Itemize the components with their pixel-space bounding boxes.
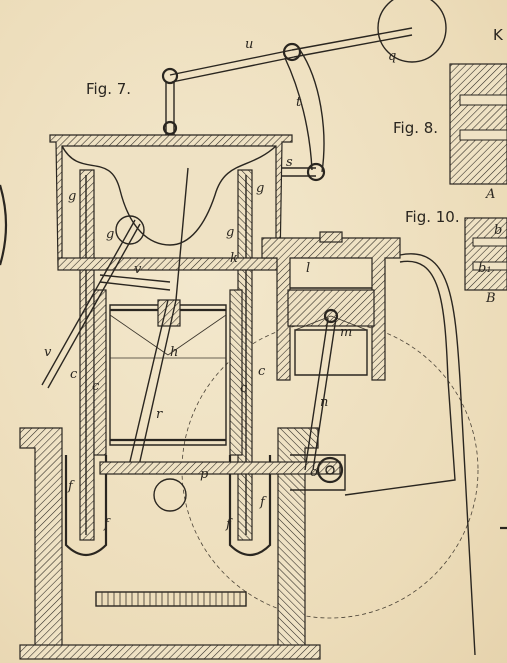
crank-disc [377,0,447,63]
fig10-detail [464,217,507,291]
letter-B: B [485,291,496,306]
crankshaft-beam [99,461,341,475]
rod-n [304,317,329,471]
fig8-detail [449,63,507,185]
lever-t [284,49,325,173]
letter-v2: v [44,345,52,360]
letter-g2: g [256,181,264,196]
letter-u: u [245,37,253,52]
letter-q: q [388,49,396,64]
fig10-label: Fig. 10. [405,208,460,226]
letter-b1: b₁ [478,261,492,276]
letter-p: p [200,467,209,482]
fig7-label: Fig. 7. [86,80,131,98]
letter-l: l [306,261,310,276]
letter-f1: f [67,479,75,494]
piston-h [109,304,227,446]
letter-f2: f [259,495,267,510]
rod-to-crank [291,27,413,51]
pin-u-right [282,42,302,62]
letter-f3: f [103,517,111,532]
letter-o: o [310,465,318,480]
letter-h: h [170,345,178,360]
letter-g1: g [68,189,76,204]
letter-A: A [485,187,495,202]
letter-m: m [340,325,352,340]
letter-r: r [156,407,163,422]
letter-c4: c [240,381,248,396]
letter-b: b [494,223,502,238]
letter-f4: f [225,517,233,532]
letter-k: k [230,251,238,266]
letter-s: s [286,155,293,170]
edge-letter-k: K [493,26,504,44]
letter-t: t [296,95,302,110]
base-frame [19,427,63,651]
letter-g3: g [106,227,114,242]
grate [95,591,247,607]
pin-u-left [161,67,179,85]
left-edge-arc [0,184,8,266]
link-u [169,49,293,76]
rod-r [127,299,169,471]
letter-c2: c [258,364,266,379]
frame-outline [399,253,476,656]
letter-v1: v [134,262,142,277]
letter-g4: g [226,225,234,240]
fig8-label: Fig. 8. [393,119,438,137]
letter-c3: c [92,379,100,394]
letter-n: n [320,395,328,410]
letter-c1: c [70,367,78,382]
lever-v [41,219,136,386]
